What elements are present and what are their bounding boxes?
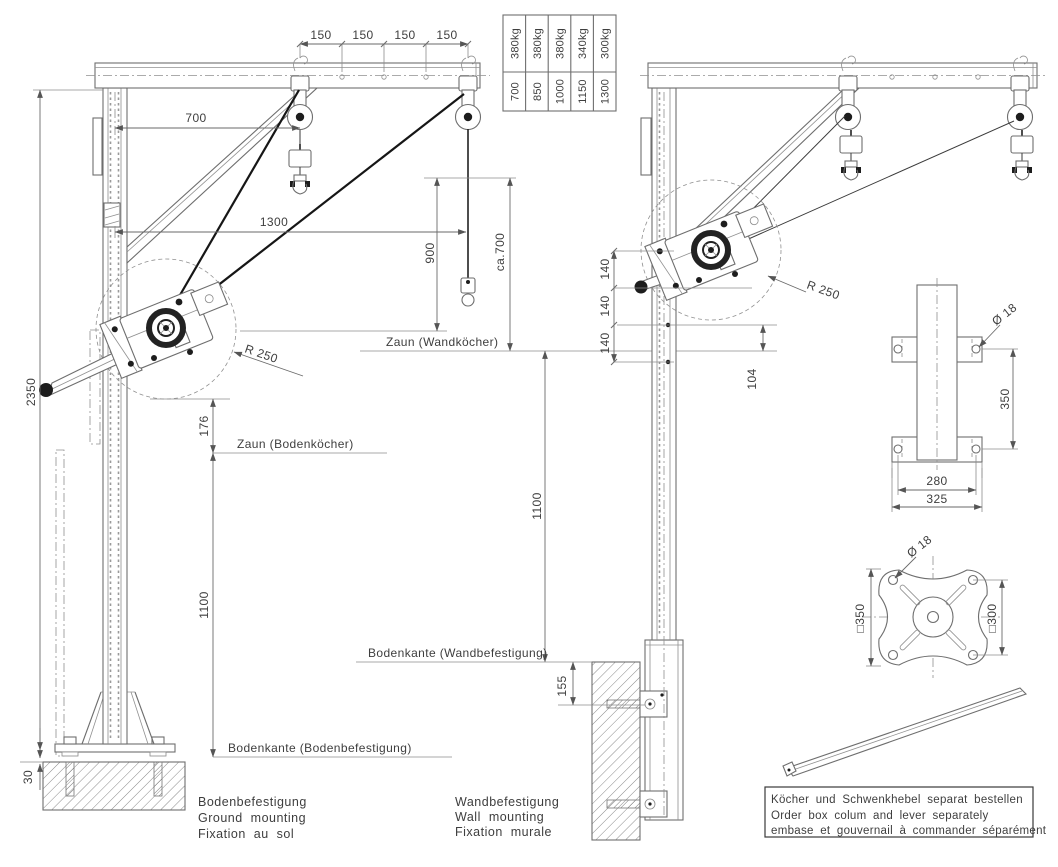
caption-right-en: Wall mounting xyxy=(455,810,544,824)
dim-140-1: 140 xyxy=(598,295,612,316)
dim-30: 30 xyxy=(21,770,35,784)
dim-150-3: 150 xyxy=(436,28,457,42)
dim-sq350: □350 xyxy=(853,604,867,633)
table-reach-4: 1300 xyxy=(600,79,612,104)
caption-en: Ground mounting xyxy=(198,811,306,825)
foundation-block xyxy=(42,761,186,811)
wall-anchors xyxy=(606,690,668,818)
lever-knob xyxy=(39,383,53,397)
wall-mounting-view: 140 140 140 104 1100 155 R 250 Bodenkant… xyxy=(356,55,1046,841)
fence-post xyxy=(55,449,65,757)
label-zaun-bodenkoecher: Zaun (Bodenköcher) xyxy=(237,437,354,451)
wall-socket-detail: Ø 18 350 280 325 xyxy=(891,278,1020,512)
dim-104: 104 xyxy=(745,368,759,389)
dim-280: 280 xyxy=(926,474,947,488)
hook-2 xyxy=(460,277,476,307)
note-line-de: Köcher und Schwenkhebel separat bestelle… xyxy=(771,794,1023,806)
dim-325: 325 xyxy=(926,492,947,506)
left-reference-lines: Zaun (Wandköcher) Zaun (Bodenköcher) Bod… xyxy=(213,335,777,758)
right-reference-lines: Bodenkante (Wandbefestigung) xyxy=(356,646,592,663)
base-plate-detail: Ø 18 □350 □300 xyxy=(853,532,1008,678)
wall-socket-channel-right xyxy=(640,117,652,176)
table-capacity-1: 380kg xyxy=(532,28,544,59)
base-plate xyxy=(54,743,176,753)
order-note-box: Köcher und Schwenkhebel separat bestelle… xyxy=(764,786,1047,838)
dim-700: 700 xyxy=(185,111,206,125)
dim-176: 176 xyxy=(197,415,211,436)
dim-r250-right: R 250 xyxy=(805,278,842,303)
hook-1 xyxy=(288,143,312,195)
jib-beam xyxy=(86,62,490,89)
right-dimensions: 140 140 140 104 1100 155 R 250 xyxy=(530,247,842,706)
mast xyxy=(102,87,128,745)
dim-150-2: 150 xyxy=(394,28,415,42)
note-line-en: Order box colum and lever separately xyxy=(771,810,989,822)
label-bodenkante-boden: Bodenkante (Bodenbefestigung) xyxy=(228,741,412,755)
hook-right-2 xyxy=(1010,129,1034,181)
dim-150-0: 150 xyxy=(310,28,331,42)
wall xyxy=(591,661,641,841)
table-capacity-3: 340kg xyxy=(577,28,589,59)
dim-ca700: ca.700 xyxy=(493,233,507,271)
dim-1300: 1300 xyxy=(260,215,288,229)
caption-right-de: Wandbefestigung xyxy=(455,795,559,809)
caption-de: Bodenbefestigung xyxy=(198,795,307,809)
caption-right-fr: Fixation murale xyxy=(455,825,552,839)
caption-fr: Fixation au sol xyxy=(198,827,294,841)
mast-right xyxy=(651,87,677,816)
table-reach-0: 700 xyxy=(509,82,521,101)
slew-radius-circle-right xyxy=(640,179,782,321)
winch-right xyxy=(634,179,784,321)
ground-socket-channel xyxy=(89,329,101,445)
dim-140-0: 140 xyxy=(598,258,612,279)
dim-155: 155 xyxy=(555,675,569,696)
table-capacity-4: 300kg xyxy=(600,28,612,59)
dim-1100-left: 1100 xyxy=(197,591,211,618)
note-line-fr: embase et gouvernail à commander séparém… xyxy=(771,825,1047,837)
slew-radius-circle xyxy=(95,258,237,400)
anchor-nuts xyxy=(61,736,167,757)
dim-350-socket: 350 xyxy=(998,388,1012,409)
table-capacity-2: 380kg xyxy=(555,28,567,59)
dim-150-1: 150 xyxy=(352,28,373,42)
lever-bar xyxy=(782,687,1028,777)
label-zaun-wandkoecher: Zaun (Wandköcher) xyxy=(386,335,498,349)
dim-dia18-plate: Ø 18 xyxy=(904,532,934,560)
wall-mounting-caption: Wandbefestigung Wall mounting Fixation m… xyxy=(455,795,559,839)
dim-1100-right: 1100 xyxy=(530,492,544,519)
hook-right-1 xyxy=(839,129,863,181)
table-reach-1: 850 xyxy=(532,82,544,101)
load-capacity-table: 380kg 380kg 380kg 340kg 300kg 700 850 10… xyxy=(502,14,617,112)
ground-mounting-caption: Bodenbefestigung Ground mounting Fixatio… xyxy=(198,795,307,841)
table-capacity-0: 380kg xyxy=(509,28,521,59)
winch xyxy=(39,258,238,400)
table-reach-3: 1150 xyxy=(577,79,589,103)
dim-140-2: 140 xyxy=(598,332,612,353)
dim-r250-left: R 250 xyxy=(243,342,280,366)
wall-socket-channel xyxy=(92,117,103,176)
dim-dia18-socket: Ø 18 xyxy=(989,300,1019,328)
label-bodenkante-wand: Bodenkante (Wandbefestigung) xyxy=(368,646,548,660)
dim-2350: 2350 xyxy=(24,378,38,406)
lever-knob-right xyxy=(634,280,648,294)
dim-900: 900 xyxy=(423,242,437,263)
table-reach-2: 1000 xyxy=(555,79,567,104)
dim-sq300: □300 xyxy=(985,604,999,633)
